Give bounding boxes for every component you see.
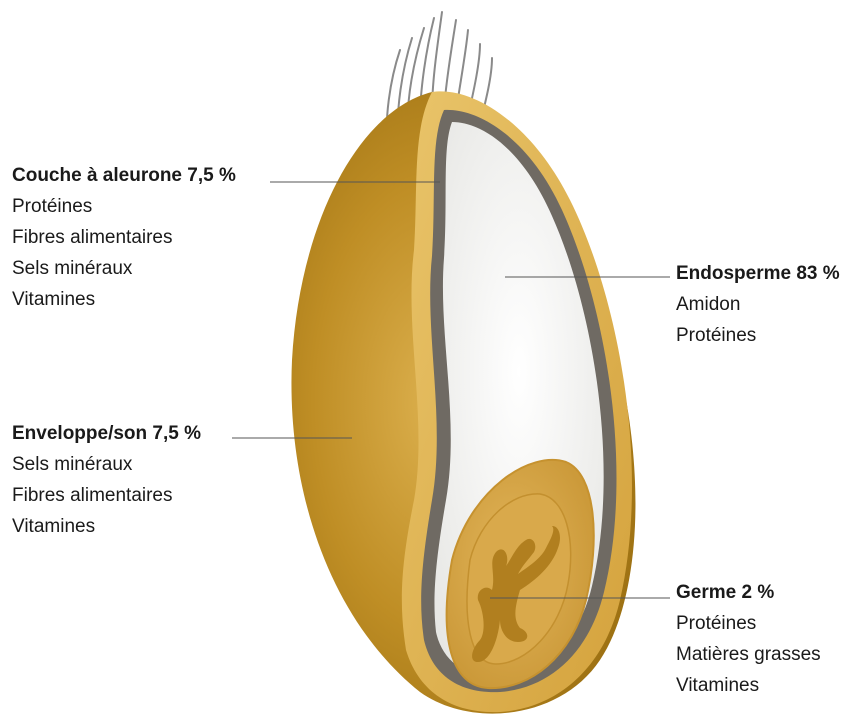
label-germe-item: Matières grasses bbox=[676, 639, 821, 670]
label-endosperme-item: Amidon bbox=[676, 289, 840, 320]
label-enveloppe-title: Enveloppe/son 7,5 % bbox=[12, 418, 201, 449]
label-aleurone-item: Vitamines bbox=[12, 284, 236, 315]
label-aleurone-item: Sels minéraux bbox=[12, 253, 236, 284]
label-germe-item: Protéines bbox=[676, 608, 821, 639]
label-aleurone-item: Protéines bbox=[12, 191, 236, 222]
label-aleurone-item: Fibres alimentaires bbox=[12, 222, 236, 253]
label-enveloppe-item: Fibres alimentaires bbox=[12, 480, 201, 511]
label-enveloppe-item: Sels minéraux bbox=[12, 449, 201, 480]
label-germe: Germe 2 % Protéines Matières grasses Vit… bbox=[676, 577, 821, 701]
label-enveloppe: Enveloppe/son 7,5 % Sels minéraux Fibres… bbox=[12, 418, 201, 542]
label-germe-item: Vitamines bbox=[676, 670, 821, 701]
label-endosperme: Endosperme 83 % Amidon Protéines bbox=[676, 258, 840, 351]
label-aleurone: Couche à aleurone 7,5 % Protéines Fibres… bbox=[12, 160, 236, 315]
label-endosperme-item: Protéines bbox=[676, 320, 840, 351]
label-germe-title: Germe 2 % bbox=[676, 577, 821, 608]
label-enveloppe-item: Vitamines bbox=[12, 511, 201, 542]
label-endosperme-title: Endosperme 83 % bbox=[676, 258, 840, 289]
label-aleurone-title: Couche à aleurone 7,5 % bbox=[12, 160, 236, 191]
